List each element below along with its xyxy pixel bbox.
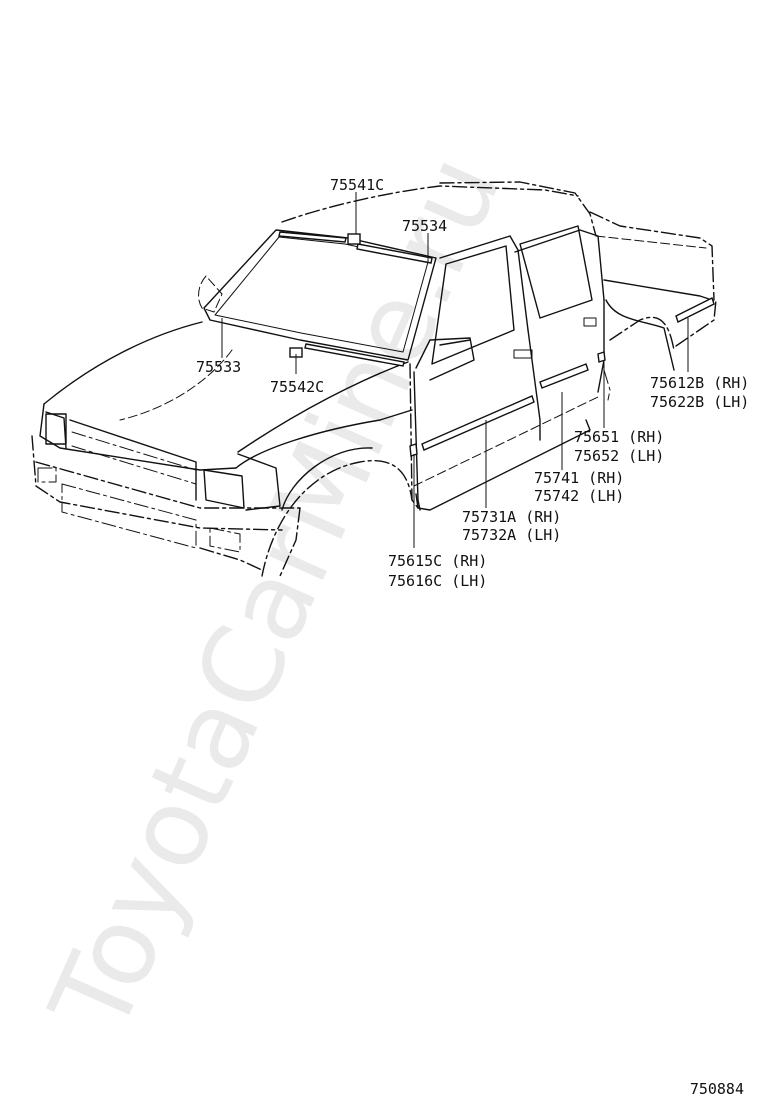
- windshield-upper-molding-right: [356, 243, 433, 264]
- watermark: ToyotaCarMine.ru: [27, 138, 525, 1052]
- part-number: 75542C: [270, 378, 324, 396]
- part-number-rh: 75615C (RH): [388, 552, 487, 570]
- front-fender-molding: [409, 443, 418, 457]
- truck-outline: [31, 181, 717, 577]
- rear-door-end-molding: [597, 351, 606, 363]
- rear-door-molding: [539, 363, 589, 389]
- callout-75731a: 75731A (RH) 75732A (LH): [462, 508, 561, 544]
- part-number-lh: 75742 (LH): [534, 487, 624, 505]
- part-number-lh: 75652 (LH): [574, 447, 664, 465]
- part-number-rh: 75731A (RH): [462, 508, 561, 526]
- part-number-rh: 75651 (RH): [574, 428, 664, 446]
- part-number: 75533: [196, 358, 241, 376]
- part-number: 75541C: [330, 176, 384, 194]
- part-number-rh: 75612B (RH): [650, 374, 749, 392]
- diagram-id: 750884: [689, 1080, 744, 1098]
- callout-75612b: 75612B (RH) 75622B (LH): [650, 374, 749, 411]
- callout-75651: 75651 (RH) 75652 (LH): [574, 428, 664, 465]
- part-number-lh: 75622B (LH): [650, 393, 749, 411]
- clip-75541c: [347, 233, 361, 245]
- callout-75541c: 75541C: [330, 176, 384, 194]
- part-number: 75534: [402, 217, 447, 235]
- callout-75534: 75534: [402, 217, 447, 235]
- part-number-lh: 75616C (LH): [388, 572, 487, 590]
- molding-parts: [278, 231, 715, 457]
- callout-75542c: 75542C: [270, 378, 324, 396]
- leader-lines: [221, 192, 689, 548]
- callout-75741: 75741 (RH) 75742 (LH): [534, 469, 624, 505]
- part-number-lh: 75732A (LH): [462, 526, 561, 544]
- callout-75615c: 75615C (RH) 75616C (LH): [388, 552, 487, 590]
- part-number-rh: 75741 (RH): [534, 469, 624, 487]
- front-door-molding: [421, 395, 535, 451]
- callout-75533: 75533: [196, 358, 241, 376]
- rear-bed-molding: [675, 297, 715, 323]
- windshield-upper-molding: [278, 231, 347, 243]
- windshield-lower-molding: [304, 343, 405, 367]
